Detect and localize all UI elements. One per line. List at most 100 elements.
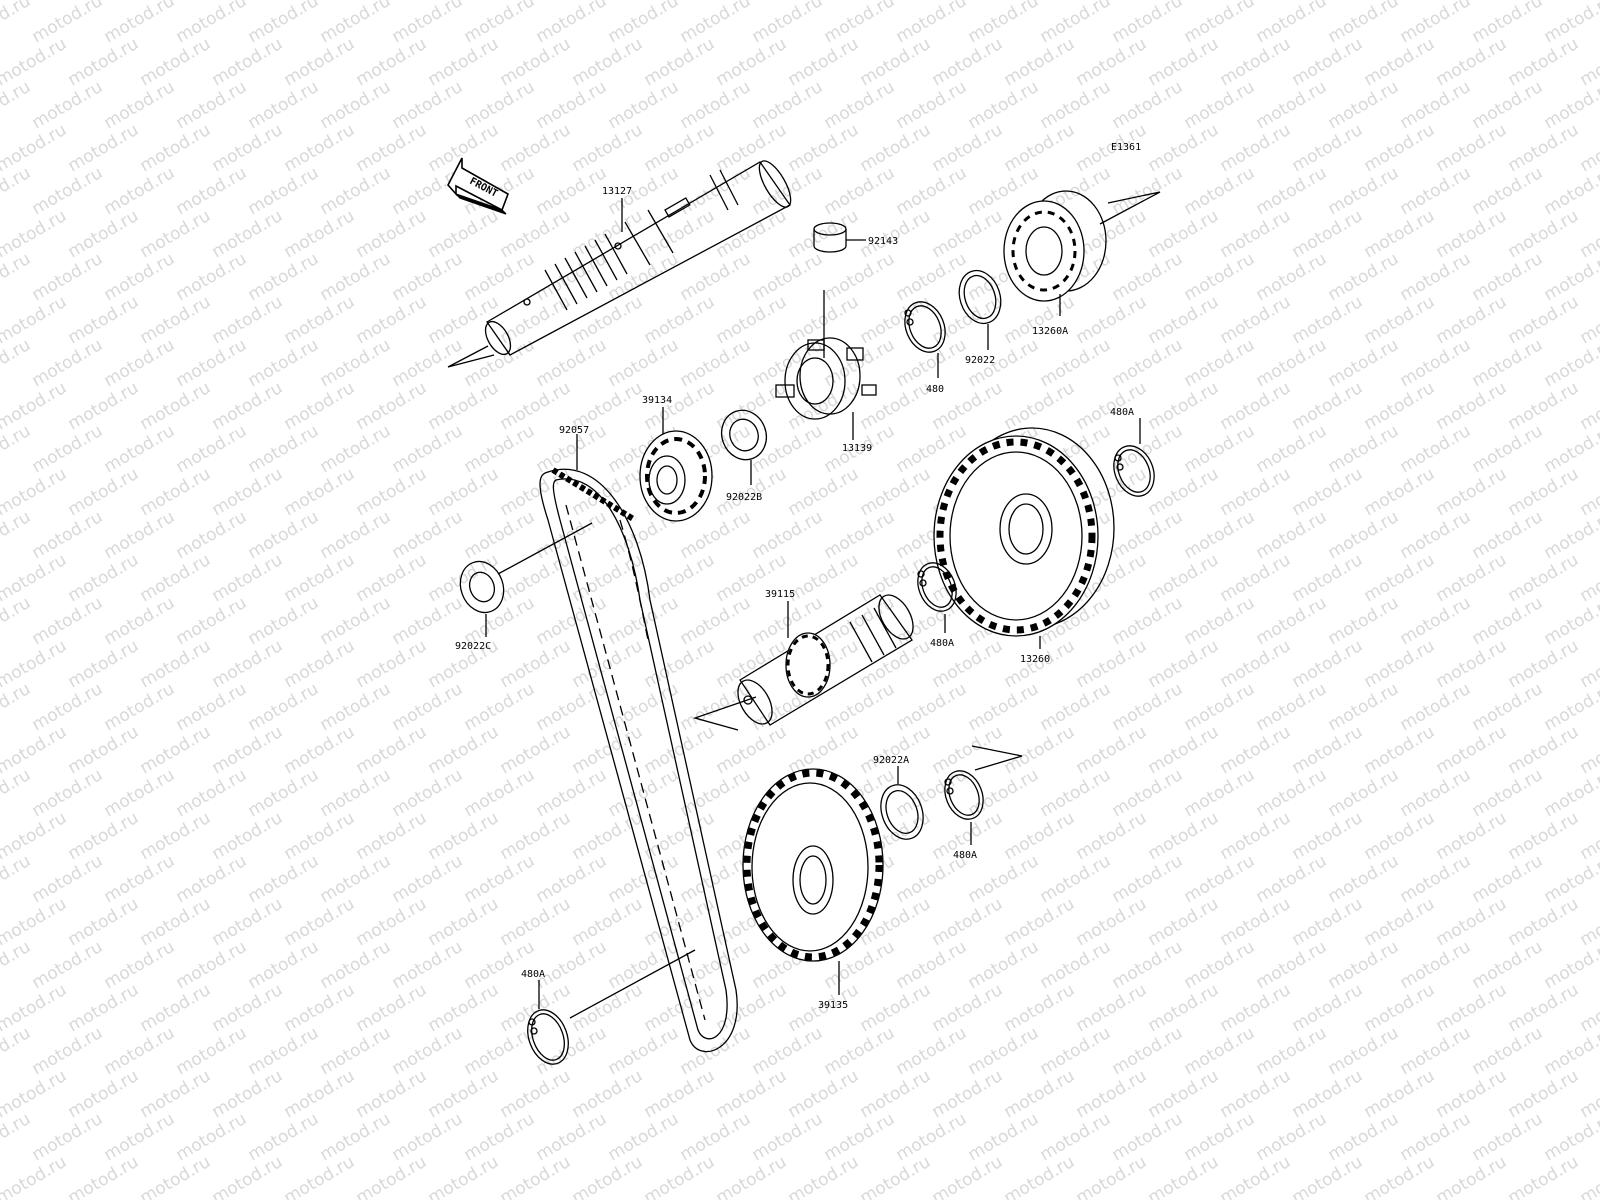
watermark-text: motod.ru: [245, 1023, 323, 1079]
watermark-text: motod.ru: [533, 593, 611, 649]
watermark-text: motod.ru: [317, 249, 395, 305]
watermark-text: motod.ru: [893, 679, 971, 735]
watermark-text: motod.ru: [1037, 1023, 1115, 1079]
watermark-text: motod.ru: [1469, 507, 1547, 563]
watermark-text: motod.ru: [1397, 335, 1475, 391]
watermark-text: motod.ru: [137, 722, 215, 778]
watermark-text: motod.ru: [29, 335, 107, 391]
watermark-text: motod.ru: [1577, 980, 1600, 1036]
watermark-text: motod.ru: [1109, 851, 1187, 907]
watermark-text: motod.ru: [101, 249, 179, 305]
watermark-text: motod.ru: [893, 1109, 971, 1165]
watermark-text: motod.ru: [1073, 894, 1151, 950]
watermark-text: motod.ru: [1145, 292, 1223, 348]
watermark-text: motod.ru: [569, 206, 647, 262]
watermark-text: motod.ru: [1469, 1109, 1547, 1165]
watermark-text: motod.ru: [425, 980, 503, 1036]
watermark-text: motod.ru: [1325, 77, 1403, 133]
watermark-text: motod.ru: [281, 808, 359, 864]
watermark-text: motod.ru: [1145, 464, 1223, 520]
watermark-text: motod.ru: [245, 77, 323, 133]
watermark-text: motod.ru: [605, 77, 683, 133]
watermark-text: motod.ru: [1037, 1109, 1115, 1165]
watermark-text: motod.ru: [1037, 851, 1115, 907]
watermark-text: motod.ru: [749, 0, 827, 47]
watermark-text: motod.ru: [173, 335, 251, 391]
watermark-text: motod.ru: [821, 249, 899, 305]
watermark-text: motod.ru: [1397, 1023, 1475, 1079]
watermark-text: motod.ru: [209, 120, 287, 176]
watermark-text: motod.ru: [353, 464, 431, 520]
watermark-text: motod.ru: [29, 679, 107, 735]
watermark-text: motod.ru: [1001, 1066, 1079, 1122]
watermark-text: motod.ru: [893, 77, 971, 133]
watermark-text: motod.ru: [1289, 550, 1367, 606]
watermark-text: motod.ru: [389, 1023, 467, 1079]
watermark-text: motod.ru: [677, 937, 755, 993]
watermark-text: motod.ru: [101, 765, 179, 821]
watermark-text: motod.ru: [533, 77, 611, 133]
watermark-text: motod.ru: [569, 1152, 647, 1200]
watermark-text: motod.ru: [1361, 464, 1439, 520]
watermark-text: motod.ru: [29, 765, 107, 821]
watermark-text: motod.ru: [29, 77, 107, 133]
watermark-text: motod.ru: [713, 292, 791, 348]
watermark-text: motod.ru: [749, 249, 827, 305]
watermark-text: motod.ru: [0, 0, 34, 47]
watermark-text: motod.ru: [1001, 378, 1079, 434]
circlip-480a-right: [1113, 445, 1155, 497]
label-92057: 92057: [559, 425, 589, 436]
watermark-text: motod.ru: [173, 765, 251, 821]
watermark-text: motod.ru: [29, 249, 107, 305]
watermark-text: motod.ru: [1577, 464, 1600, 520]
watermark-text: motod.ru: [1397, 679, 1475, 735]
label-13127: 13127: [602, 186, 632, 197]
watermark-text: motod.ru: [65, 808, 143, 864]
watermark-text: motod.ru: [1181, 0, 1259, 47]
watermark-text: motod.ru: [1217, 1066, 1295, 1122]
watermark-text: motod.ru: [1433, 980, 1511, 1036]
watermark-text: motod.ru: [893, 937, 971, 993]
watermark-text: motod.ru: [1289, 636, 1367, 692]
watermark-text: motod.ru: [461, 851, 539, 907]
watermark-text: motod.ru: [569, 120, 647, 176]
watermark-text: motod.ru: [1577, 292, 1600, 348]
watermark-text: motod.ru: [389, 0, 467, 47]
watermark-text: motod.ru: [857, 34, 935, 90]
watermark-text: motod.ru: [209, 1066, 287, 1122]
watermark-text: motod.ru: [101, 937, 179, 993]
watermark-text: motod.ru: [1217, 808, 1295, 864]
watermark-text: motod.ru: [641, 120, 719, 176]
watermark-text: motod.ru: [677, 1109, 755, 1165]
watermark-text: motod.ru: [893, 163, 971, 219]
watermark-text: motod.ru: [1145, 722, 1223, 778]
watermark-text: motod.ru: [281, 980, 359, 1036]
watermark-text: motod.ru: [209, 636, 287, 692]
watermark-text: motod.ru: [1361, 292, 1439, 348]
watermark-text: motod.ru: [389, 679, 467, 735]
watermark-text: motod.ru: [785, 550, 863, 606]
watermark-text: motod.ru: [1433, 34, 1511, 90]
watermark-text: motod.ru: [1325, 593, 1403, 649]
watermark-text: motod.ru: [353, 1152, 431, 1200]
watermark-text: motod.ru: [1253, 765, 1331, 821]
label-13260: 13260: [1020, 654, 1050, 665]
watermark-text: motod.ru: [929, 206, 1007, 262]
watermark-text: motod.ru: [1469, 937, 1547, 993]
circlip-480a-mid: [917, 562, 957, 612]
watermark-text: motod.ru: [713, 34, 791, 90]
watermark-text: motod.ru: [461, 937, 539, 993]
watermark-text: motod.ru: [1397, 1109, 1475, 1165]
watermark-text: motod.ru: [569, 34, 647, 90]
watermark-text: motod.ru: [1361, 1152, 1439, 1200]
watermark-text: motod.ru: [173, 937, 251, 993]
watermark-text: motod.ru: [1577, 0, 1600, 4]
front-arrow-icon: [447, 157, 509, 215]
watermark-text: motod.ru: [425, 808, 503, 864]
watermark-text: motod.ru: [1181, 851, 1259, 907]
watermark-text: motod.ru: [1505, 550, 1583, 606]
watermark-text: motod.ru: [1253, 937, 1331, 993]
watermark-text: motod.ru: [497, 550, 575, 606]
watermark-text: motod.ru: [749, 1023, 827, 1079]
watermark-text: motod.ru: [1145, 34, 1223, 90]
